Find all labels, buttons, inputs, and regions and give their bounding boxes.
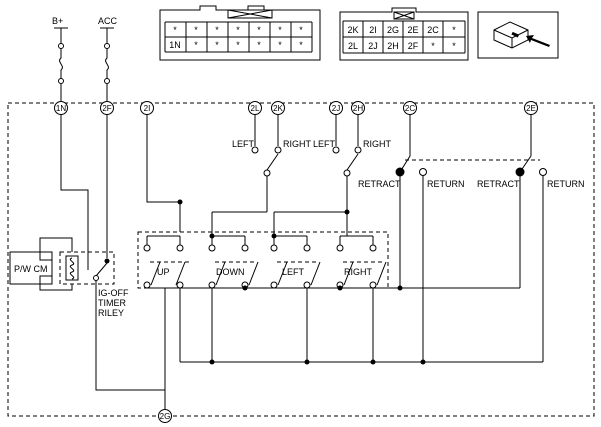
conn-b-cell: *: [452, 41, 456, 51]
acc-label: ACC: [98, 16, 118, 26]
retract-switch-a: RETRACT RETURN: [358, 114, 540, 362]
conn-a-cell: *: [278, 40, 282, 50]
pw-cm-module: P/W CM: [9, 237, 73, 291]
connector-b: 2K 2I 2G 2E 2C * 2L 2J 2H 2F * *: [339, 7, 469, 61]
b-plus-label: B+: [52, 16, 63, 26]
relay-label-2: TIMER: [98, 298, 126, 308]
pin-2G: 2G: [158, 409, 172, 423]
retract-b-label: RETRACT: [477, 179, 520, 189]
pin-2J-label: 2J: [332, 104, 340, 113]
conn-b-cell: *: [452, 25, 456, 35]
conn-a-cell: *: [194, 40, 198, 50]
conn-a-cell: *: [215, 25, 219, 35]
retract-switch-b: RETRACT RETURN: [477, 114, 585, 362]
supply-wiring: [60, 114, 183, 260]
return-a-label: RETURN: [427, 179, 465, 189]
mirror-select-switch-a: LEFT RIGHT: [232, 114, 312, 212]
conn-b-cell: 2C: [427, 25, 439, 35]
conn-b-cell: 2J: [368, 41, 378, 51]
pin-2E-label: 2E: [526, 104, 536, 113]
pin-2C: 2C: [403, 101, 417, 115]
conn-b-cell: 2F: [408, 41, 419, 51]
switch-left-label: LEFT: [282, 267, 305, 277]
conn-a-cell: *: [299, 25, 303, 35]
pin-2L-label: 2L: [251, 104, 260, 113]
mirror-select-switch-b: LEFT RIGHT: [313, 114, 392, 212]
pin-2E: 2E: [524, 101, 538, 115]
b-plus-feed: B+: [52, 16, 68, 101]
pin-2F-label: 2F: [102, 104, 111, 113]
lower-bus-wiring: [147, 285, 543, 409]
ig-off-timer-relay: IG-OFF TIMER RILEY: [59, 251, 165, 391]
conn-b-cell: *: [431, 41, 435, 51]
relay-label-3: RILEY: [98, 308, 124, 318]
conn-a-cell: *: [299, 40, 303, 50]
conn-a-cell: *: [257, 25, 261, 35]
pin-2G-label: 2G: [160, 412, 171, 421]
conn-b-cell: 2L: [348, 41, 358, 51]
pin-2C-label: 2C: [405, 104, 415, 113]
conn-b-cell: 2G: [387, 25, 399, 35]
switch-up-label: UP: [157, 267, 170, 277]
pin-2I-label: 2I: [144, 104, 151, 113]
pin-2L: 2L: [248, 101, 262, 115]
retract-a-label: RETRACT: [358, 179, 401, 189]
pin-2I: 2I: [140, 101, 154, 115]
pin-2H: 2H: [351, 101, 365, 115]
conn-b-cell: 2E: [407, 25, 418, 35]
conn-a-cell: *: [236, 25, 240, 35]
pin-2J: 2J: [329, 101, 343, 115]
conn-a-cell: *: [278, 25, 282, 35]
acc-feed: ACC: [98, 16, 118, 101]
conn-a-cell: *: [215, 40, 219, 50]
switch-down-label: DOWN: [216, 267, 245, 277]
conn-b-cell: 2I: [369, 25, 377, 35]
module-boundary: [7, 102, 595, 417]
select-a-right-label: RIGHT: [283, 139, 312, 149]
select-a-left-label: LEFT: [232, 139, 255, 149]
pin-1N: 1N: [54, 101, 68, 115]
mirror-control-switch: UP DOWN LEFT RIGHT: [137, 209, 389, 289]
conn-a-cell: *: [257, 40, 261, 50]
pin-2H-label: 2H: [353, 104, 363, 113]
select-b-left-label: LEFT: [313, 139, 336, 149]
pw-cm-label: P/W CM: [14, 264, 48, 274]
conn-b-cell: 2H: [387, 41, 399, 51]
switch-right-label: RIGHT: [344, 267, 373, 277]
select-b-right-label: RIGHT: [363, 139, 392, 149]
conn-a-cell: *: [236, 40, 240, 50]
pin-2K: 2K: [271, 101, 285, 115]
relay-label-1: IG-OFF: [98, 288, 129, 298]
pin-1N-label: 1N: [56, 104, 66, 113]
conn-a-cell: *: [173, 25, 177, 35]
pin-2F: 2F: [100, 101, 114, 115]
conn-b-cell: 2K: [347, 25, 358, 35]
connector-a: * * * * * * * 1N * * * * * *: [159, 5, 321, 61]
conn-a-cell: 1N: [169, 40, 181, 50]
pin-2K-label: 2K: [273, 104, 283, 113]
conn-a-cell: *: [194, 25, 198, 35]
return-b-label: RETURN: [547, 179, 585, 189]
connector-plug-icon: [477, 11, 559, 59]
